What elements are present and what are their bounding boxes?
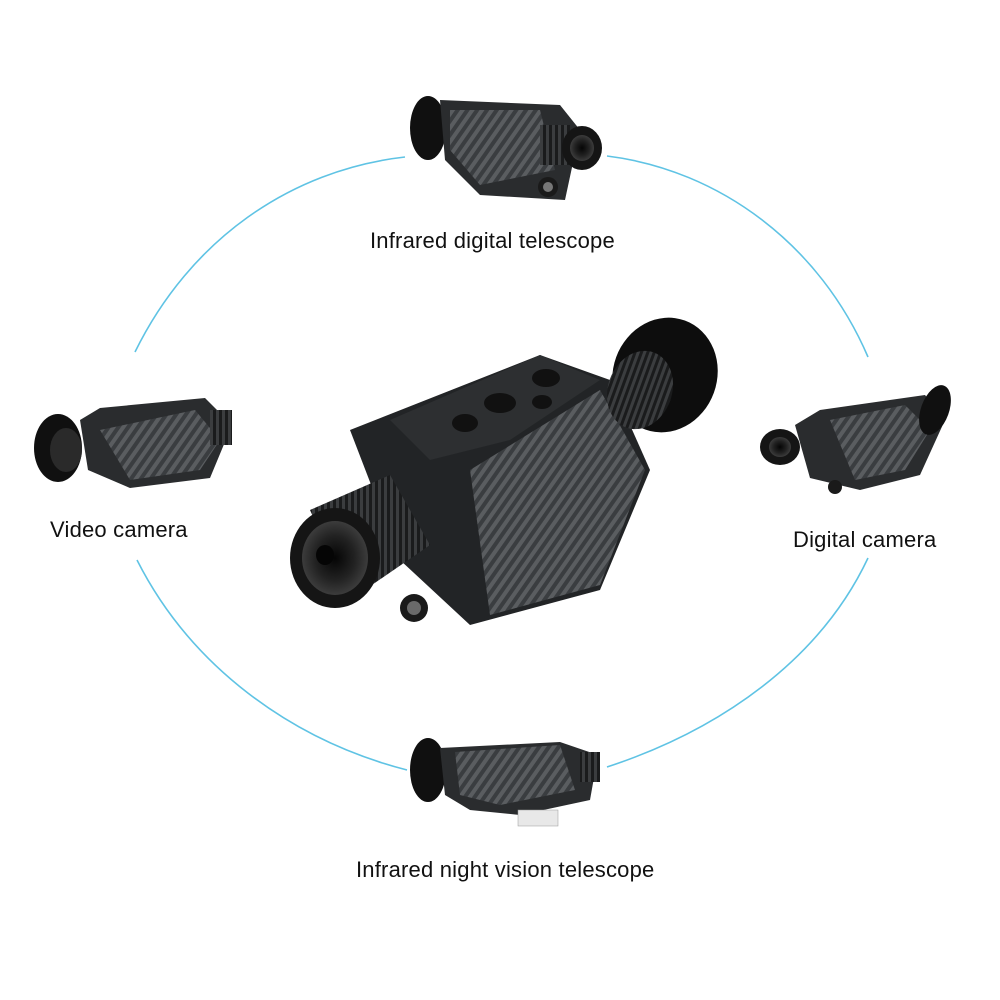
monocular-bottom-icon (410, 738, 600, 827)
ring-arc-bottom-right (606, 557, 869, 768)
monocular-top-icon (410, 96, 602, 200)
label-infrared-night-vision-telescope: Infrared night vision telescope (356, 857, 655, 882)
night-vision-monocular-icon (290, 317, 718, 625)
ring-arc-top-left (134, 156, 406, 353)
ring-arc-bottom-left (136, 559, 408, 771)
monocular-left-icon (34, 398, 232, 488)
monocular-right-icon (760, 385, 951, 494)
label-digital-camera: Digital camera (793, 527, 937, 552)
label-video-camera: Video camera (50, 517, 188, 542)
label-infrared-digital-telescope: Infrared digital telescope (370, 228, 615, 253)
ring-arc-top-right (606, 155, 869, 358)
connector-ring (134, 155, 869, 771)
